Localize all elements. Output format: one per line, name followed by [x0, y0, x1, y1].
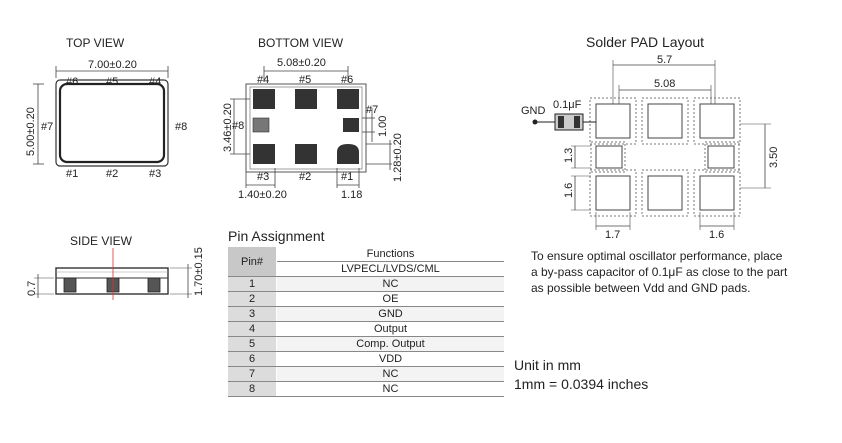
bottom-pin-6: #6 [341, 74, 353, 86]
bottom-pin-8: #8 [232, 120, 244, 132]
solder-pad-title: Solder PAD Layout [586, 34, 705, 50]
solder-dim-16: 1.6 [563, 183, 575, 198]
side-height-dim: 1.70±0.15 [193, 247, 205, 296]
pin-number: 8 [228, 381, 277, 397]
bottom-pin-5: #5 [299, 74, 311, 86]
bottom-pad-width-dim: 1.40±0.20 [238, 189, 287, 201]
units-line-2: 1mm = 0.0394 inches [514, 376, 649, 392]
top-pin-5: #5 [106, 76, 118, 88]
bottom-pin-1: #1 [341, 171, 353, 183]
pin-number: 2 [228, 291, 277, 307]
pin-function: VDD [276, 351, 504, 367]
bottom-height-dim: 3.46±0.20 [222, 103, 234, 152]
solder-dim-bottom-left: 1.7 [605, 229, 620, 241]
bottom-pad2-dim: 1.28±0.20 [392, 133, 404, 182]
bottom-pin-7: #7 [366, 104, 378, 116]
solder-dim-13: 1.3 [563, 148, 575, 163]
solder-dim-bottom-right: 1.6 [709, 229, 724, 241]
pin-number: 7 [228, 366, 277, 382]
side-view-drawing: 1.70±0.15 0.7 [26, 247, 205, 300]
top-pin-1: #1 [66, 168, 78, 180]
top-width-dim: 7.00±0.20 [88, 59, 137, 71]
pin-function: Output [276, 321, 504, 337]
pin-header: Pin# [228, 247, 277, 277]
pin-function: NC [276, 276, 504, 292]
side-base-dim: 0.7 [26, 281, 38, 296]
solder-pad-drawing: 5.7 5.08 GND 0.1μF 1.3 1.6 [521, 54, 780, 241]
bottom-pitch-dim: 5.08±0.20 [277, 57, 326, 69]
solder-dim-outer: 5.7 [657, 54, 672, 66]
top-pin-2: #2 [106, 168, 118, 180]
bottom-pad-dim: 1.00 [377, 116, 389, 137]
pin-number: 4 [228, 321, 277, 337]
bottom-pin-2: #2 [299, 171, 311, 183]
note-line-2: a by-pass capacitor of 0.1μF as close to… [531, 265, 788, 279]
top-view-title: TOP VIEW [66, 36, 125, 50]
solder-gnd-label: GND [521, 105, 546, 117]
units-note: Unit in mm 1mm = 0.0394 inches [514, 356, 648, 394]
pin-function: Comp. Output [276, 336, 504, 352]
bottom-view-title: BOTTOM VIEW [258, 36, 344, 50]
pin-number: 5 [228, 336, 277, 352]
top-pin-3: #3 [149, 168, 161, 180]
bottom-view-drawing: 5.08±0.20 3.46±0.20 1.00 1.28±0.20 #4 #5… [222, 57, 404, 201]
top-height-dim: 5.00±0.20 [25, 107, 37, 156]
pin-function: NC [276, 381, 504, 397]
pin-number: 6 [228, 351, 277, 367]
bottom-pin-3: #3 [257, 171, 269, 183]
solder-cap-label: 0.1μF [553, 99, 582, 111]
bottom-pin-4: #4 [257, 74, 269, 86]
top-pin-4: #4 [149, 76, 161, 88]
units-line-1: Unit in mm [514, 357, 581, 373]
pin-number: 3 [228, 306, 277, 322]
functions-header: Functions [276, 247, 504, 262]
pin-assignment-title: Pin Assignment [228, 228, 325, 244]
note-line-3: as possible between Vdd and GND pads. [531, 281, 751, 295]
top-pin-8: #8 [175, 121, 187, 133]
pin-function: OE [276, 291, 504, 307]
top-view-drawing: 7.00±0.20 5.00±0.20 #6 #5 #4 #7 #8 #1 #2… [25, 59, 187, 180]
functions-subheader: LVPECL/LVDS/CML [276, 261, 504, 277]
bypass-note: To ensure optimal oscillator performance… [531, 248, 787, 296]
pin-function: GND [276, 306, 504, 322]
top-pin-6: #6 [66, 76, 78, 88]
top-pin-7: #7 [41, 121, 53, 133]
solder-dim-right: 3.50 [768, 147, 780, 168]
side-view-title: SIDE VIEW [70, 234, 133, 248]
solder-dim-inner: 5.08 [654, 78, 675, 90]
pin-number: 1 [228, 276, 277, 292]
note-line-1: To ensure optimal oscillator performance… [531, 249, 783, 263]
bottom-pad-gap-dim: 1.18 [341, 189, 362, 201]
pin-function: NC [276, 366, 504, 382]
